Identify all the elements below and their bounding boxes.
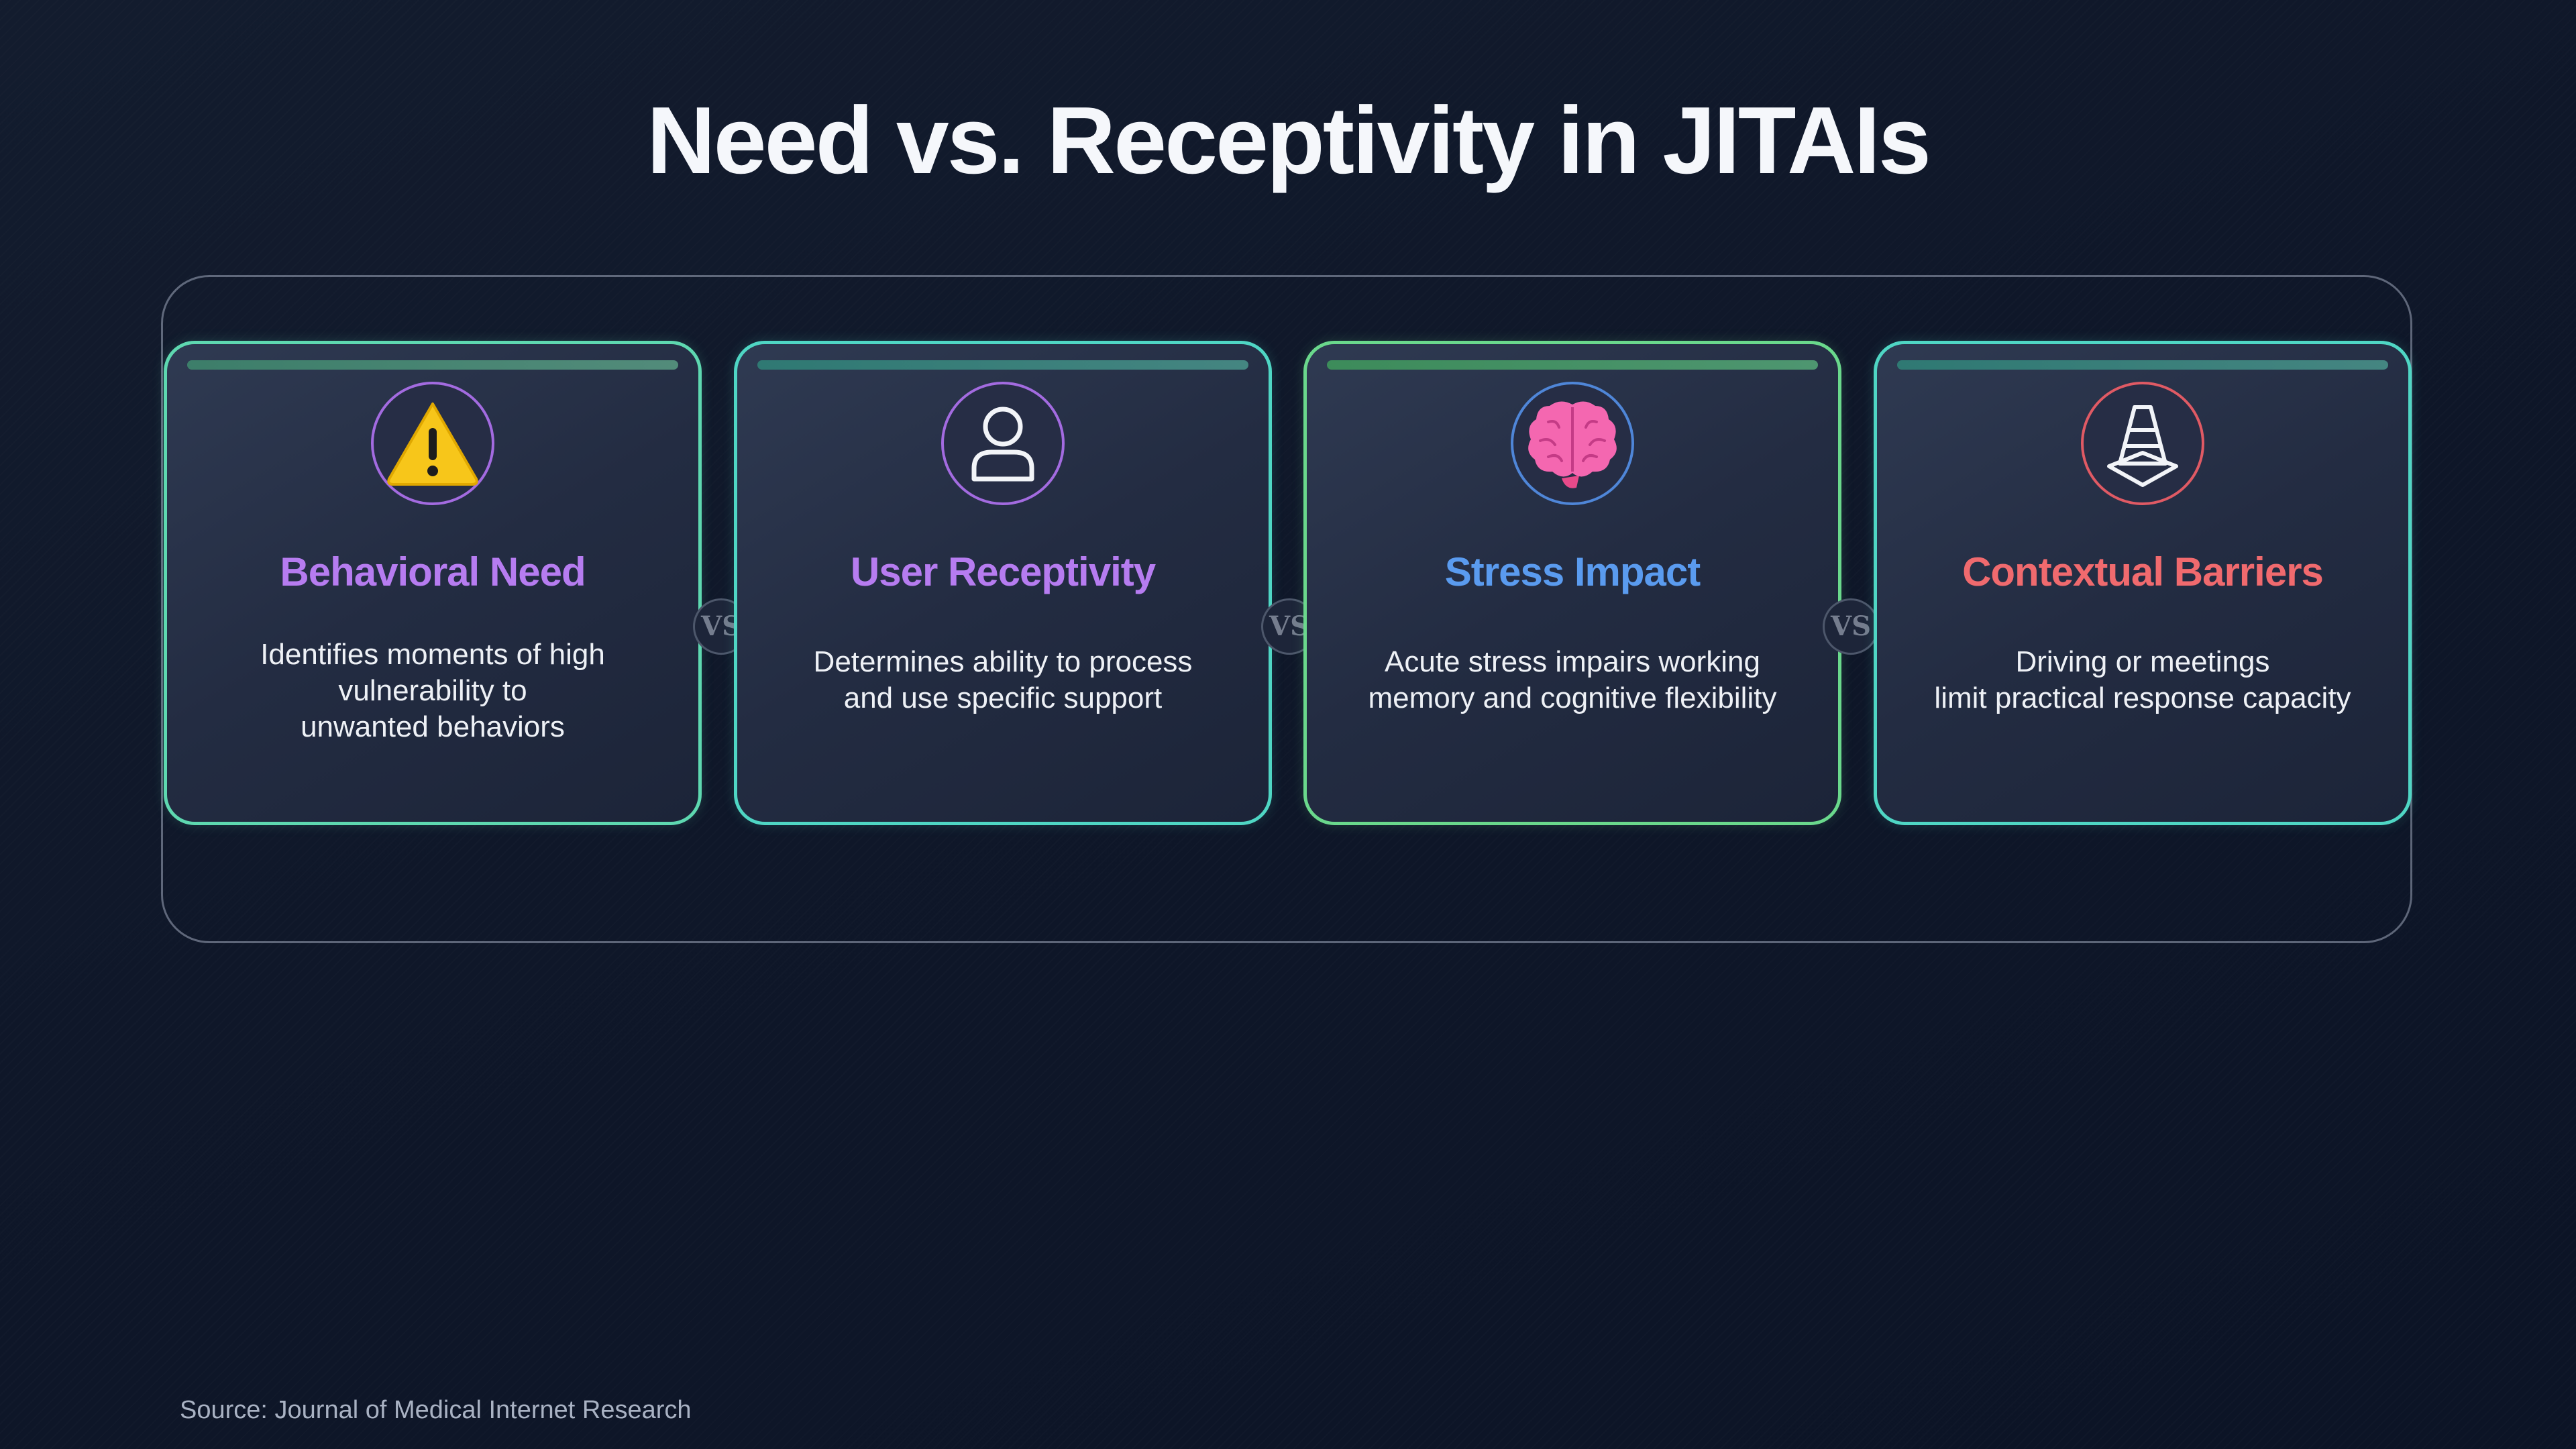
card-title: Stress Impact — [1444, 549, 1701, 594]
card-accent-bar — [187, 360, 678, 370]
card-icon-badge — [371, 382, 494, 505]
card-description: Acute stress impairs working memory and … — [1368, 645, 1777, 714]
page-title: Need vs. Receptivity in JITAIs — [647, 87, 1931, 194]
card-description: Driving or meetings limit practical resp… — [1934, 645, 2351, 714]
card-behavioral-need: Behavioral Need Identifies moments of hi… — [164, 341, 702, 825]
card-accent-bar — [1897, 360, 2388, 370]
card-title: User Receptivity — [850, 549, 1156, 594]
card-user-receptivity: User Receptivity Determines ability to p… — [734, 341, 1272, 825]
vs-separator: VS — [1823, 598, 1879, 655]
card-contextual-barriers: Contextual Barriers Driving or meetings … — [1874, 341, 2412, 825]
card-description: Identifies moments of high vulnerability… — [260, 638, 605, 743]
card-accent-bar — [757, 360, 1248, 370]
user-icon — [971, 407, 1034, 482]
card-icon-badge — [2081, 382, 2204, 505]
card-title: Contextual Barriers — [1962, 549, 2324, 594]
traffic-cone-icon — [2107, 405, 2178, 487]
card-icon-badge — [941, 382, 1065, 505]
source-citation: Source: Journal of Medical Internet Rese… — [180, 1396, 692, 1424]
warning-icon — [387, 402, 478, 486]
brain-icon — [1528, 401, 1617, 488]
card-accent-bar — [1327, 360, 1818, 370]
card-icon-badge — [1511, 382, 1634, 505]
card-description: Determines ability to process and use sp… — [813, 645, 1193, 714]
card-title: Behavioral Need — [280, 549, 586, 594]
card-stress-impact: Stress Impact Acute stress impairs worki… — [1303, 341, 1841, 825]
